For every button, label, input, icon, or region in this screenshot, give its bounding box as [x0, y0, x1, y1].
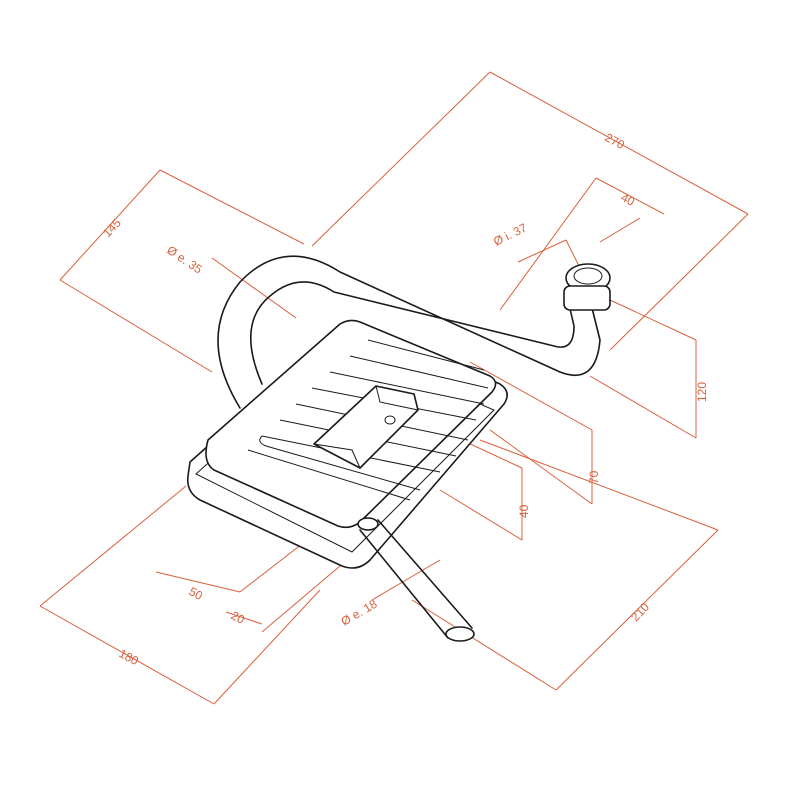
exhaust-inlet-pipe: [217, 255, 601, 409]
tailpipe: [357, 517, 475, 642]
dimension-lines: [39, 71, 749, 705]
dim-bracket-height: 70: [587, 470, 601, 484]
dim-depth: 145: [100, 216, 124, 240]
dim-overall-length: 270: [603, 130, 628, 152]
dim-flange-offset: 40: [619, 190, 638, 209]
dim-body-length: 180: [117, 646, 142, 668]
dim-inlet-flange-inner-diameter: Ø i. 37: [491, 220, 529, 248]
dim-inlet-height: 120: [695, 382, 709, 402]
inlet-flange: [563, 263, 611, 311]
dim-bottom-offset-b: 20: [229, 608, 248, 627]
dim-tailpipe-diameter: Ø e. 18: [339, 597, 380, 629]
muffler-outline: [186, 255, 611, 642]
dim-inlet-pipe-diameter: Ø e. 35: [164, 243, 205, 277]
dim-body-height: 40: [517, 504, 531, 518]
dim-body-width: 210: [628, 600, 652, 624]
mounting-bracket: [313, 385, 419, 469]
dim-bottom-offset-a: 50: [187, 584, 206, 603]
